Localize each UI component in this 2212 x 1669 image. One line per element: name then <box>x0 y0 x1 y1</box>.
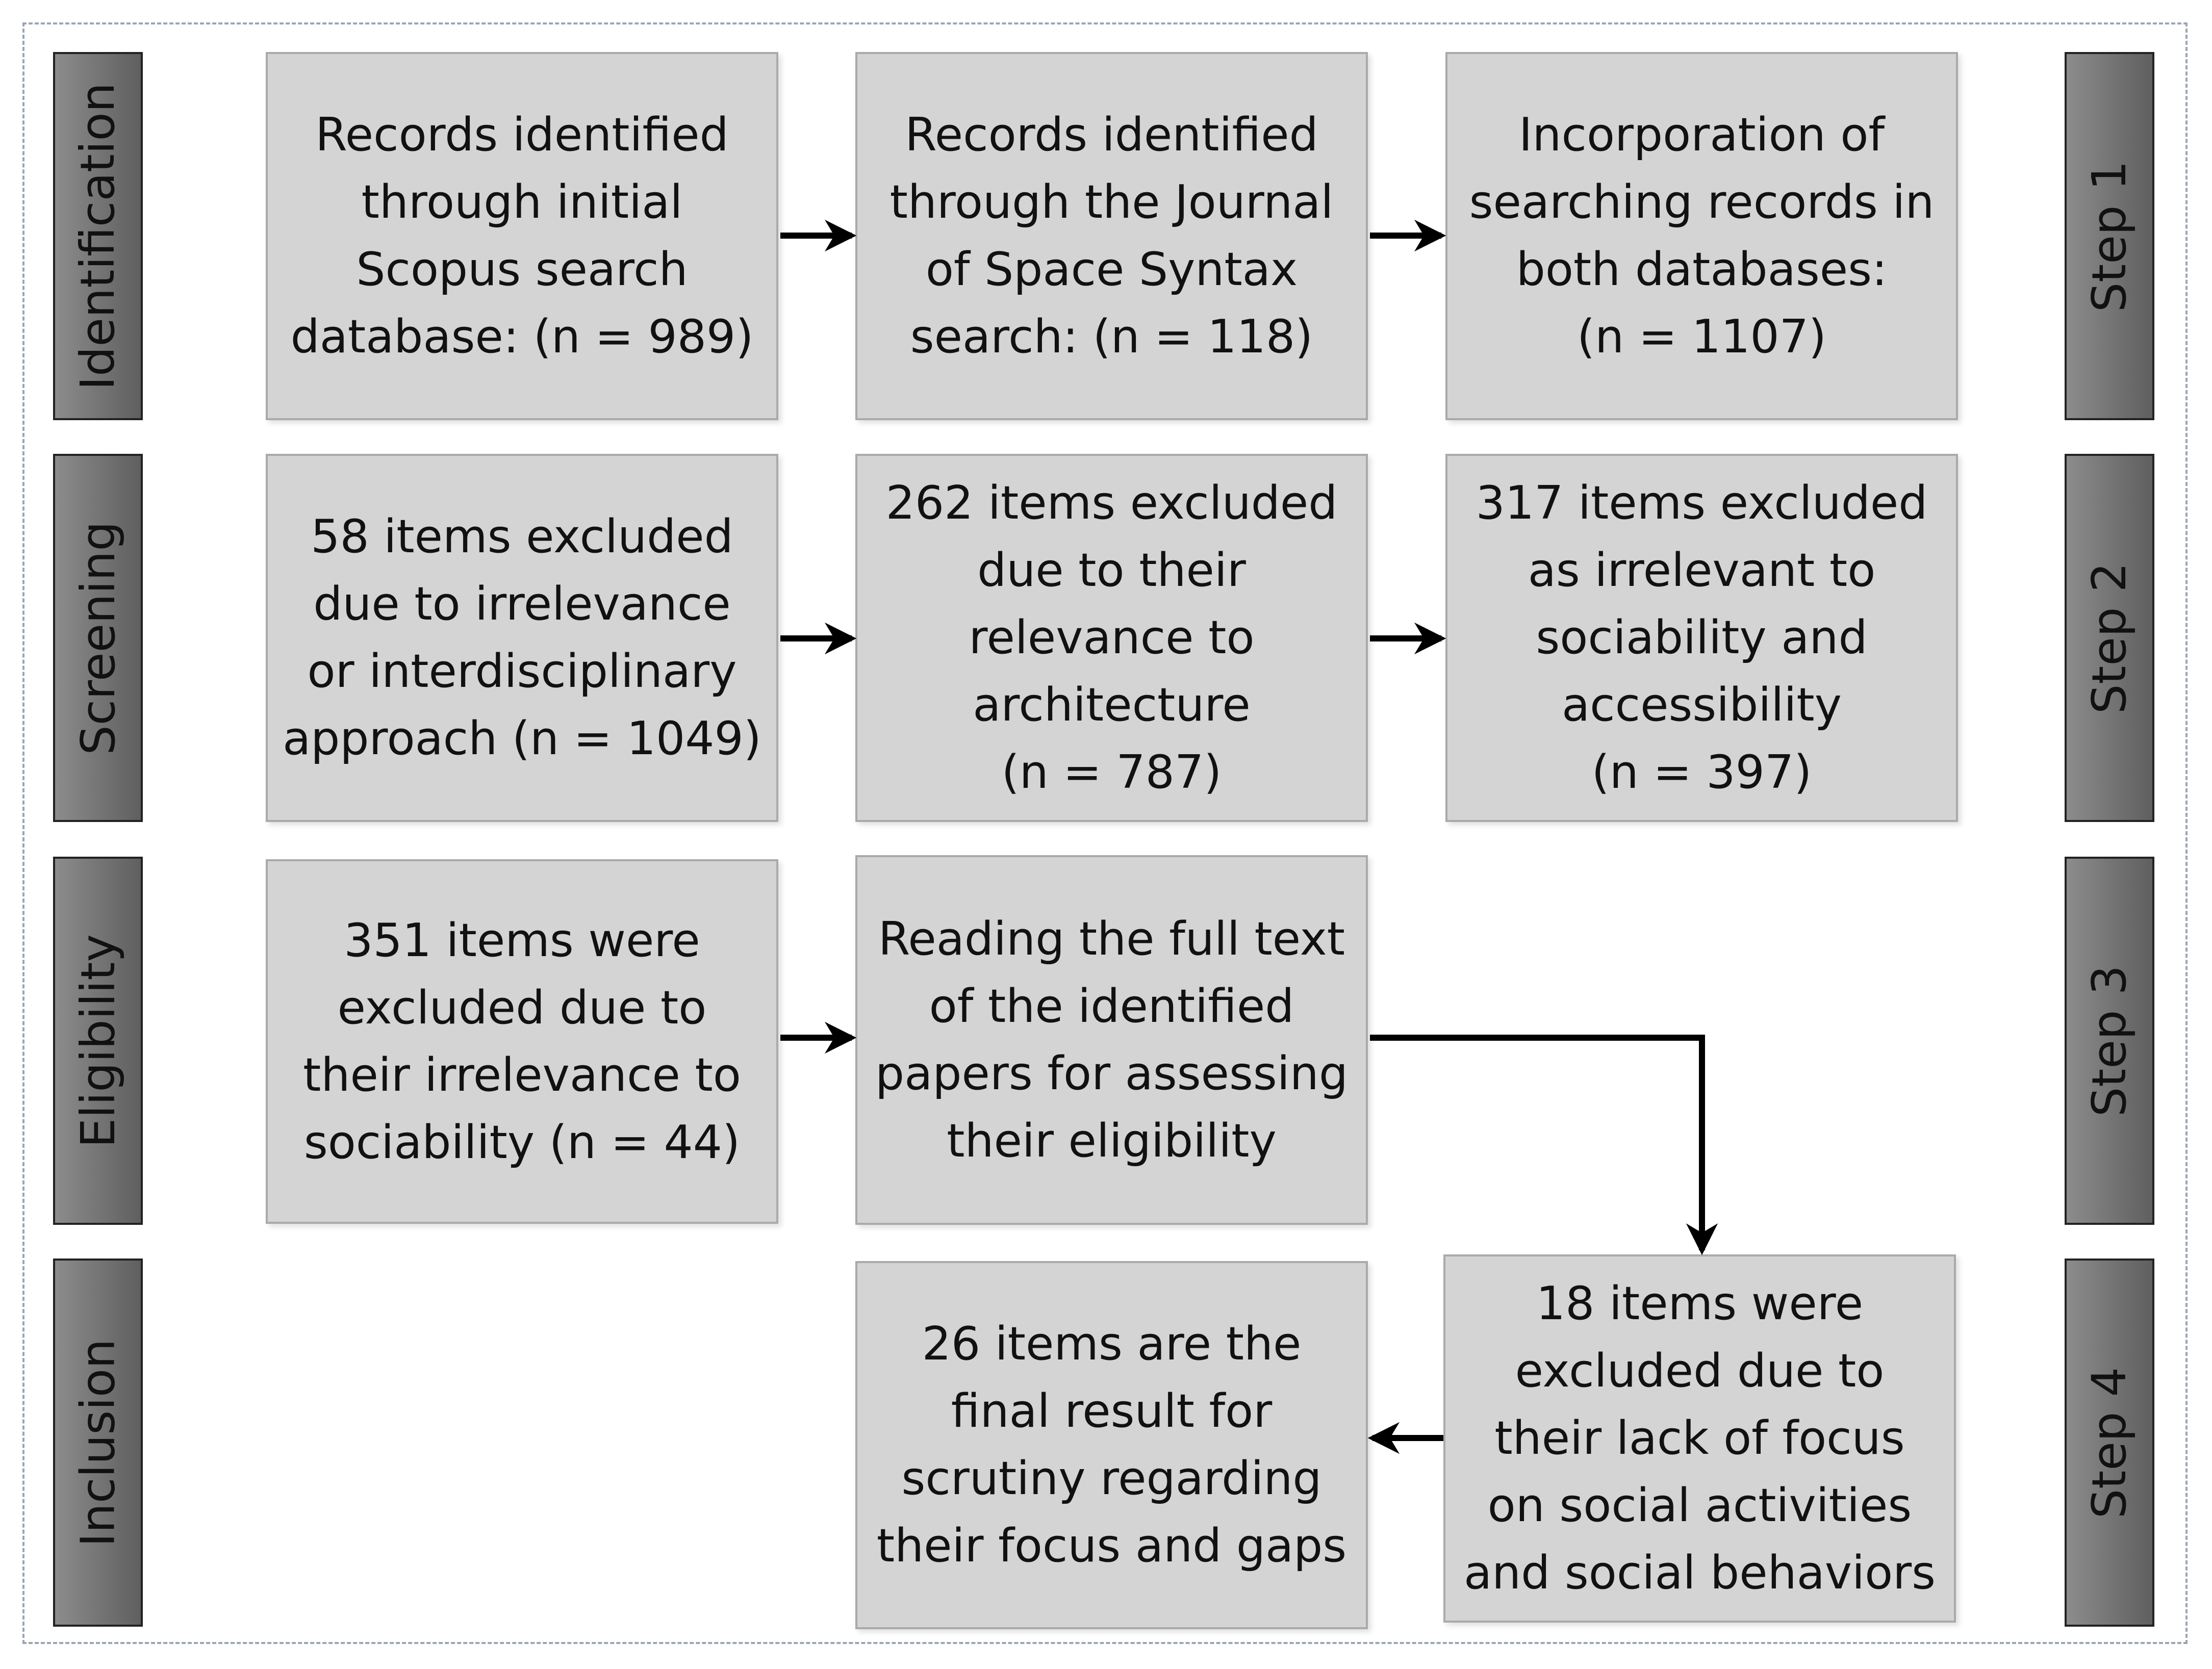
arrow-fulltext-to-social-focus <box>1370 1035 1718 1255</box>
step-2: Step 2 <box>2065 454 2154 822</box>
box-full-text-reading: Reading the full text of the identified … <box>855 855 1368 1225</box>
box-final-result: 26 items are the final result for scruti… <box>855 1261 1368 1629</box>
phase-identification: Identification <box>53 52 143 420</box>
box-excluded-sociability: 351 items were excluded due to their irr… <box>266 859 778 1224</box>
phase-screening: Screening <box>53 454 143 822</box>
box-combined-records: Incorporation of searching records in bo… <box>1445 52 1958 420</box>
box-scopus-records: Records identified through initial Scopu… <box>266 52 778 420</box>
box-excluded-architecture: 262 items excluded due to their relevanc… <box>855 454 1368 822</box>
box-excluded-irrelevance: 58 items excluded due to irrelevance or … <box>266 454 778 822</box>
diagram-frame <box>22 22 2188 1644</box>
box-excluded-sociability-accessibility: 317 items excluded as irrelevant to soci… <box>1445 454 1958 822</box>
phase-eligibility: Eligibility <box>53 857 143 1225</box>
phase-inclusion: Inclusion <box>53 1259 143 1627</box>
step-4: Step 4 <box>2065 1259 2154 1627</box>
box-excluded-social-focus: 18 items were excluded due to their lack… <box>1443 1254 1956 1623</box>
step-1: Step 1 <box>2065 52 2154 420</box>
step-3: Step 3 <box>2065 857 2154 1225</box>
